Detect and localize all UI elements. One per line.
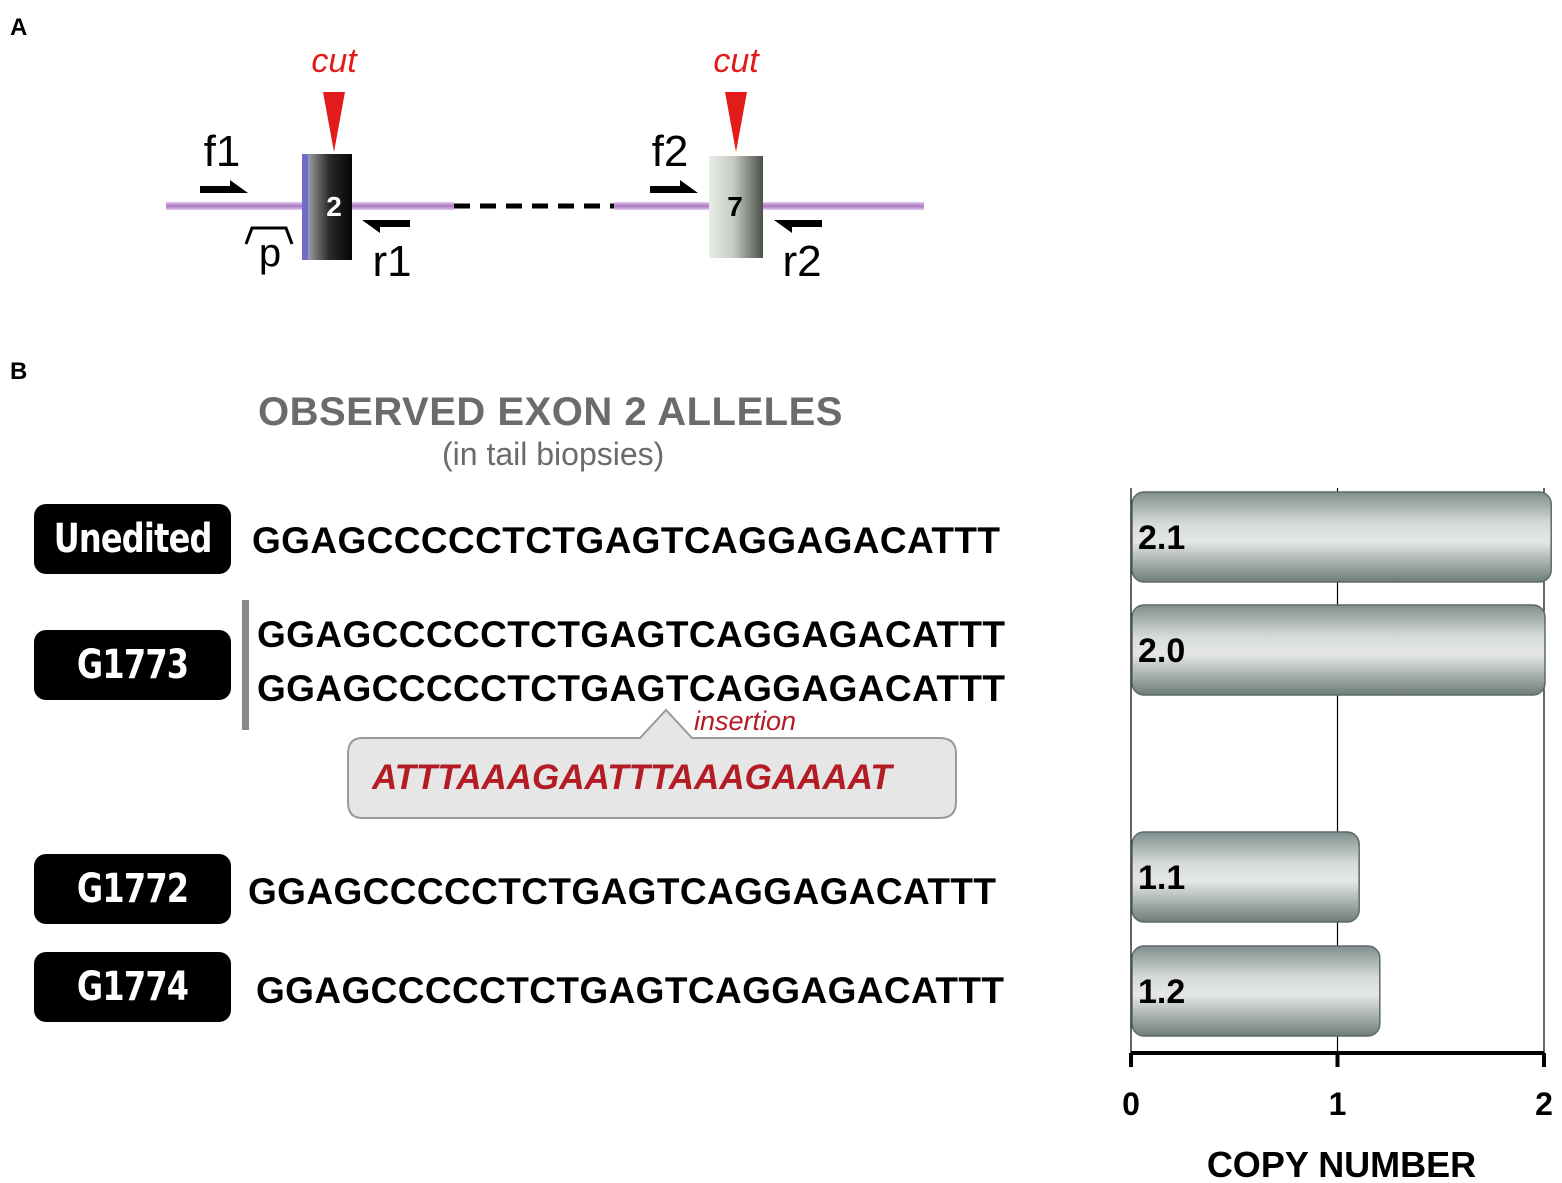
insertion-label: insertion [694, 706, 797, 736]
panel-b-letter: B [10, 358, 28, 385]
sample-label-g1773: G1773 [34, 630, 231, 700]
sequence-g1772: GGAGCCCCCTCTGAGTCAGGAGACATTT [248, 871, 997, 912]
bar-label-g1772: 1.1 [1138, 859, 1185, 897]
exon-2-edge [302, 154, 308, 260]
sample-label-g1772: G1772 [34, 854, 231, 924]
sequence-g1773-allele-2: GGAGCCCCCTCTGAGTCAGGAGACATTT [257, 668, 1006, 709]
exon-7-box [709, 156, 763, 258]
copy-number-chart: 2.1 2.0 1.1 1.2 0 1 2 COPY NUMBER [1122, 488, 1553, 1183]
insertion-sequence: ATTTAAAGAATTTAAAGAAAAT [372, 758, 892, 797]
exon-2-label: 2 [326, 191, 342, 222]
gene-diagram: 2 7 cut cut f1 r1 p f2 r2 [166, 42, 924, 286]
g1773-allele-bracket [242, 600, 249, 730]
x-tick-label-1: 1 [1329, 1086, 1347, 1122]
primer-r2-arrow [774, 220, 822, 233]
cut-arrow-exon-2 [323, 92, 345, 152]
x-axis-title: COPY NUMBER [1207, 1144, 1476, 1183]
primer-f2-label: f2 [652, 127, 689, 176]
sequence-g1774: GGAGCCCCCTCTGAGTCAGGAGACATTT [256, 970, 1005, 1011]
exon-2-box [302, 154, 352, 260]
bar-g1773 [1131, 604, 1546, 696]
cut-label-exon-2: cut [311, 42, 358, 80]
cut-label-exon-7: cut [713, 42, 760, 80]
primer-f2-arrow [650, 180, 698, 193]
panel-a-letter: A [10, 14, 28, 41]
cut-arrow-exon-7 [725, 92, 747, 152]
bar-label-unedited: 2.1 [1138, 519, 1185, 557]
sequence-unedited: GGAGCCCCCTCTGAGTCAGGAGACATTT [252, 520, 1001, 561]
sample-label-unedited: Unedited [34, 504, 231, 574]
exon-7-label: 7 [727, 191, 743, 222]
primer-f1-arrow [200, 180, 248, 193]
primer-r1-label: r1 [372, 237, 411, 286]
sequence-g1773-allele-1: GGAGCCCCCTCTGAGTCAGGAGACATTT [257, 614, 1006, 655]
bar-label-g1774: 1.2 [1138, 973, 1185, 1011]
sample-label-g1774: G1774 [34, 952, 231, 1022]
probe-p-bracket [244, 226, 294, 245]
bar-unedited [1131, 491, 1552, 583]
probe-p-label: p [259, 231, 281, 275]
x-tick-label-2: 2 [1535, 1086, 1553, 1122]
bar-g1772 [1131, 831, 1360, 923]
panel-b-subtitle: (in tail biopsies) [442, 436, 665, 472]
intron-line-right [614, 202, 924, 210]
primer-r1-arrow [362, 220, 410, 233]
bar-label-g1773: 2.0 [1138, 632, 1185, 670]
primer-r2-label: r2 [782, 237, 821, 286]
primer-f1-label: f1 [204, 127, 241, 176]
bar-g1774 [1131, 945, 1381, 1037]
panel-b-title: OBSERVED EXON 2 ALLELES [258, 390, 843, 434]
insertion-callout [347, 708, 957, 819]
x-tick-label-0: 0 [1122, 1086, 1140, 1122]
